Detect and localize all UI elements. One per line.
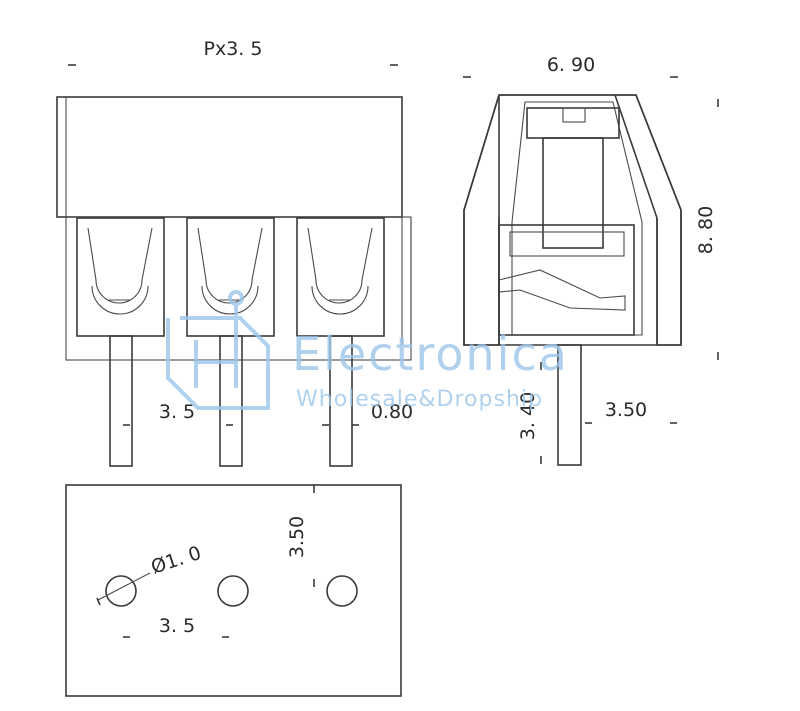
side-pin	[557, 344, 582, 466]
pcb-hole-2	[217, 575, 249, 607]
side-screw-shaft	[542, 137, 604, 249]
pcb-hole-1	[105, 575, 137, 607]
terminal-cell-3	[296, 217, 385, 337]
side-pin-length-dimension: 3. 40	[517, 392, 539, 440]
pcb-layout: Ø1. 0 3.50 3. 5	[65, 484, 402, 697]
hole-spacing-dimension: 3. 5	[159, 615, 195, 637]
side-pin-offset-dimension: 3.50	[605, 399, 647, 421]
pcb-outline	[65, 484, 402, 697]
pin-spacing-dimension: 3. 5	[159, 401, 195, 423]
pitch-dimension: Px3. 5	[204, 38, 263, 60]
front-pin-3	[329, 335, 353, 467]
pin-width-dimension: 0.80	[371, 401, 413, 423]
side-housing	[463, 94, 682, 346]
side-clamp	[498, 224, 635, 336]
front-pin-1	[109, 335, 133, 467]
front-body-top	[56, 96, 403, 218]
row-offset-dimension: 3.50	[286, 516, 308, 558]
watermark-logo	[166, 290, 270, 410]
terminal-cell-1	[76, 217, 165, 337]
side-screw-head	[526, 107, 620, 139]
watermark-tagline: Wholesale&Dropship	[296, 387, 543, 412]
side-width-dimension: 6. 90	[547, 54, 595, 76]
front-pin-2	[219, 335, 243, 467]
side-view: 6. 90 8. 80 3. 40 3.50	[463, 54, 719, 466]
front-view: Px3. 5 3. 5 0.80	[56, 38, 413, 467]
watermark-brand: Electronica	[292, 327, 569, 381]
side-height-dimension: 8. 80	[695, 206, 717, 254]
pcb-hole-3	[326, 575, 358, 607]
watermark: Electronica Wholesale&Dropship	[166, 290, 569, 412]
hole-diameter-dimension: Ø1. 0	[148, 542, 204, 579]
